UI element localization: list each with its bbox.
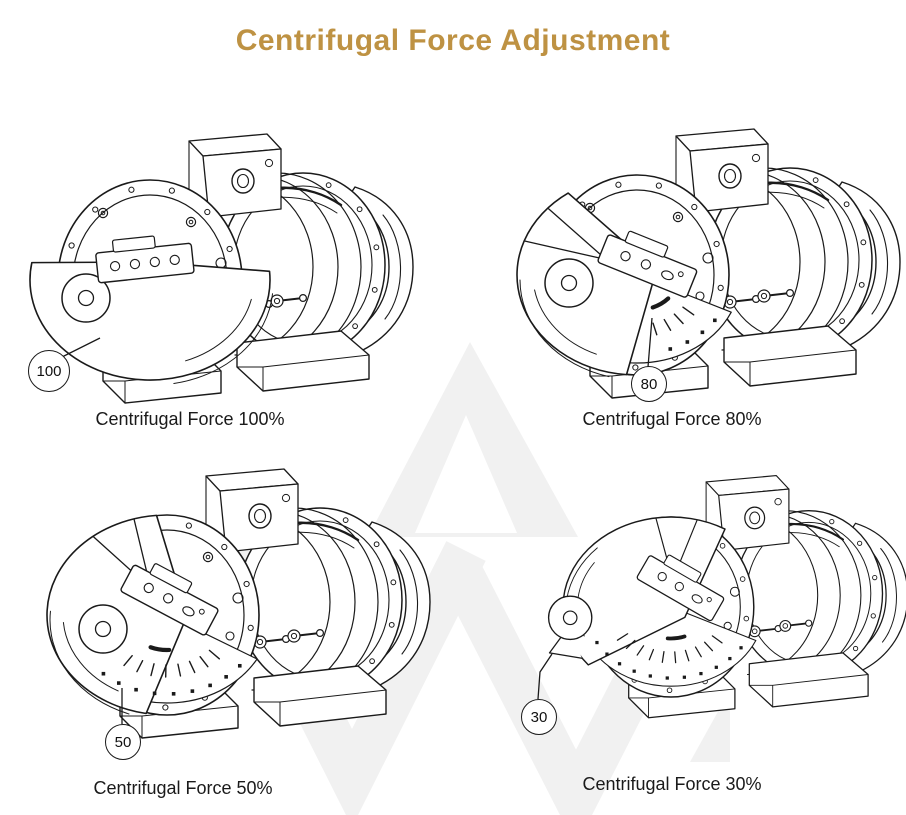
- callout-marker-80: 80: [631, 366, 667, 402]
- panel-centrifugal-50: [0, 440, 450, 790]
- page-title: Centrifugal Force Adjustment: [235, 24, 671, 57]
- panel-centrifugal-80: [456, 90, 906, 440]
- panel-caption-30: Centrifugal Force 30%: [582, 774, 762, 794]
- panel-centrifugal-100: [0, 90, 450, 440]
- panel-caption-80: Centrifugal Force 80%: [582, 409, 762, 429]
- callout-marker-30: 30: [521, 699, 557, 735]
- motor-drawing-100: [29, 133, 414, 404]
- panel-caption-50: Centrifugal Force 50%: [93, 778, 273, 798]
- motor-drawing-50: [46, 468, 431, 739]
- motor-drawing-30: [537, 475, 906, 719]
- callout-marker-50: 50: [105, 724, 141, 760]
- panel-caption-100: Centrifugal Force 100%: [95, 409, 285, 429]
- panel-centrifugal-30: [456, 440, 906, 790]
- motor-drawing-80: [516, 128, 901, 399]
- callout-marker-100: 100: [28, 350, 70, 392]
